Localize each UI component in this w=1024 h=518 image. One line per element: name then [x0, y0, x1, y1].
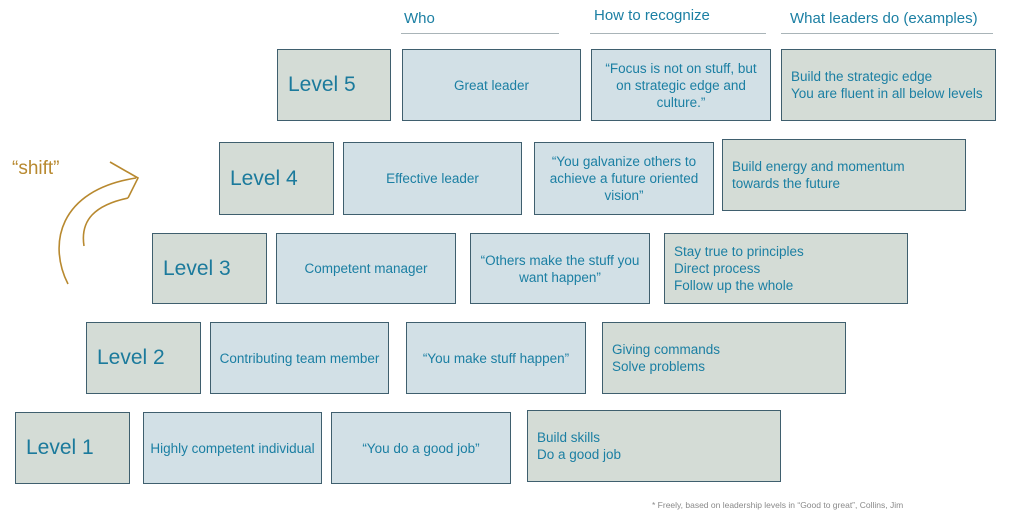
- level-3-who: Competent manager: [276, 233, 456, 304]
- level-4-box: Level 4: [219, 142, 334, 215]
- level-2-label: Level 2: [97, 346, 165, 369]
- level-1-recognize: “You do a good job”: [331, 412, 511, 484]
- level-2-who: Contributing team member: [210, 322, 389, 394]
- header-what-leaders-do: What leaders do (examples): [790, 10, 978, 27]
- shift-label: “shift”: [12, 158, 60, 179]
- level-3-box: Level 3: [152, 233, 267, 304]
- header-leaders-underline: [781, 33, 993, 34]
- level-3-label: Level 3: [163, 256, 231, 280]
- level-1-box: Level 1: [15, 412, 130, 484]
- header-how-to-recognize: How to recognize: [594, 7, 710, 24]
- level-5-who: Great leader: [402, 49, 581, 121]
- level-4-who: Effective leader: [343, 142, 522, 215]
- level-5-leaders: Build the strategic edge You are fluent …: [781, 49, 996, 121]
- level-5-label: Level 5: [288, 73, 356, 96]
- level-4-recognize: “You galvanize others to achieve a futur…: [534, 142, 714, 215]
- level-5-recognize: “Focus is not on stuff, but on strategic…: [591, 49, 771, 121]
- level-5-box: Level 5: [277, 49, 391, 121]
- header-who: Who: [404, 10, 435, 27]
- shift-arrow-icon: [58, 161, 140, 285]
- header-who-underline: [401, 33, 559, 34]
- level-2-box: Level 2: [86, 322, 201, 394]
- footnote: * Freely, based on leadership levels in …: [652, 500, 904, 510]
- level-1-who: Highly competent individual: [143, 412, 322, 484]
- level-1-label: Level 1: [26, 436, 94, 459]
- header-recognize-underline: [590, 33, 766, 34]
- level-1-leaders: Build skills Do a good job: [527, 410, 781, 482]
- level-3-recognize: “Others make the stuff you want happen”: [470, 233, 650, 304]
- level-4-leaders: Build energy and momentum towards the fu…: [722, 139, 966, 211]
- level-4-label: Level 4: [230, 166, 298, 190]
- level-2-recognize: “You make stuff happen”: [406, 322, 586, 394]
- level-3-leaders: Stay true to principles Direct process F…: [664, 233, 908, 304]
- level-2-leaders: Giving commands Solve problems: [602, 322, 846, 394]
